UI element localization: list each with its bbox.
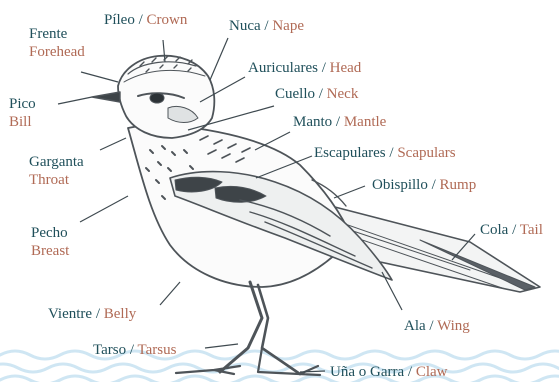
label-tail-en: Tail bbox=[520, 222, 543, 238]
label-throat-en: Throat bbox=[29, 171, 84, 189]
label-tarsus-es: Tarso bbox=[93, 342, 126, 358]
water-waves bbox=[0, 351, 559, 382]
label-head-es: Auriculares bbox=[248, 60, 318, 76]
label-wing: Ala / Wing bbox=[404, 317, 470, 335]
label-forehead-es: Frente bbox=[29, 25, 85, 43]
label-separator: / bbox=[264, 18, 268, 34]
label-bill-es: Pico bbox=[9, 95, 36, 113]
label-bill: Pico Bill bbox=[9, 95, 36, 131]
bird-head bbox=[118, 56, 214, 138]
label-nape-es: Nuca bbox=[229, 18, 261, 34]
label-claw: Uña o Garra / Claw bbox=[330, 363, 447, 381]
label-separator: / bbox=[322, 60, 326, 76]
label-mantle-es: Manto bbox=[293, 114, 332, 130]
label-separator: / bbox=[130, 342, 134, 358]
label-mantle: Manto / Mantle bbox=[293, 113, 386, 131]
label-throat-es: Garganta bbox=[29, 153, 84, 171]
label-separator: / bbox=[336, 114, 340, 130]
label-separator: / bbox=[432, 177, 436, 193]
label-rump-en: Rump bbox=[440, 177, 477, 193]
label-wing-en: Wing bbox=[437, 318, 470, 334]
label-breast-es: Pecho bbox=[31, 224, 69, 242]
label-belly: Vientre / Belly bbox=[48, 305, 136, 323]
label-belly-es: Vientre bbox=[48, 306, 92, 322]
label-breast-en: Breast bbox=[31, 242, 69, 260]
label-separator: / bbox=[429, 318, 433, 334]
label-tarsus: Tarso / Tarsus bbox=[93, 341, 176, 359]
label-wing-es: Ala bbox=[404, 318, 426, 334]
label-tail-es: Cola bbox=[480, 222, 508, 238]
label-forehead: Frente Forehead bbox=[29, 25, 85, 61]
label-separator: / bbox=[408, 364, 412, 380]
bird-bill bbox=[92, 92, 120, 102]
label-tarsus-en: Tarsus bbox=[138, 342, 177, 358]
label-separator: / bbox=[319, 86, 323, 102]
label-rump: Obispillo / Rump bbox=[372, 176, 476, 194]
bird-illustration bbox=[92, 56, 540, 375]
label-scapulars: Escapulares / Scapulars bbox=[314, 144, 456, 162]
label-separator: / bbox=[96, 306, 100, 322]
label-claw-es: Uña o Garra bbox=[330, 364, 404, 380]
label-bill-en: Bill bbox=[9, 113, 36, 131]
label-mantle-en: Mantle bbox=[344, 114, 387, 130]
label-claw-en: Claw bbox=[416, 364, 448, 380]
label-scapulars-es: Escapulares bbox=[314, 145, 386, 161]
label-head: Auriculares / Head bbox=[248, 59, 361, 77]
label-nape: Nuca / Nape bbox=[229, 17, 304, 35]
label-scapulars-en: Scapulars bbox=[397, 145, 455, 161]
label-belly-en: Belly bbox=[104, 306, 137, 322]
label-neck-en: Neck bbox=[327, 86, 359, 102]
label-throat: Garganta Throat bbox=[29, 153, 84, 189]
label-nape-en: Nape bbox=[272, 18, 304, 34]
label-separator: / bbox=[389, 145, 393, 161]
label-separator: / bbox=[139, 12, 143, 28]
label-breast: Pecho Breast bbox=[31, 224, 69, 260]
label-neck: Cuello / Neck bbox=[275, 85, 358, 103]
label-neck-es: Cuello bbox=[275, 86, 315, 102]
label-crown: Píleo / Crown bbox=[104, 11, 187, 29]
label-forehead-en: Forehead bbox=[29, 43, 85, 61]
label-head-en: Head bbox=[330, 60, 362, 76]
bird-eye bbox=[150, 93, 164, 103]
label-tail: Cola / Tail bbox=[480, 221, 543, 239]
label-rump-es: Obispillo bbox=[372, 177, 428, 193]
label-crown-es: Píleo bbox=[104, 12, 135, 28]
label-separator: / bbox=[512, 222, 516, 238]
label-crown-en: Crown bbox=[147, 12, 188, 28]
